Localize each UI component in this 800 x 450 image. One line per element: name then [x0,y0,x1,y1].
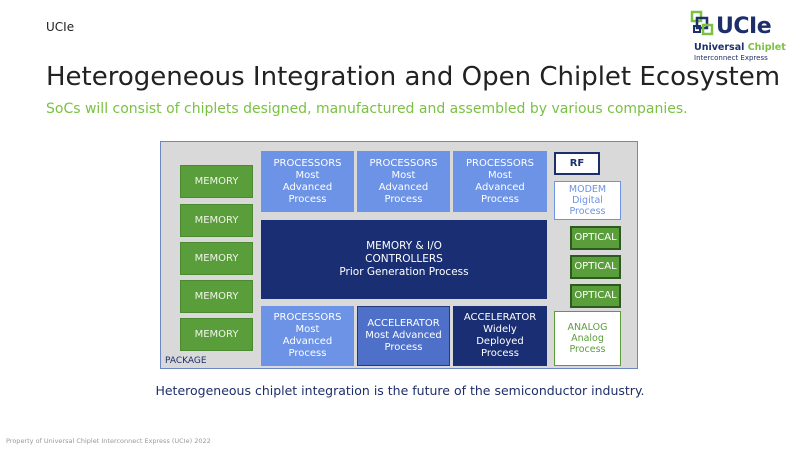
optical-block: OPTICAL [570,226,621,250]
slide-subtitle: SoCs will consist of chiplets designed, … [46,101,688,117]
package-label: PACKAGE [165,356,207,366]
optical-block: OPTICAL [570,284,621,308]
memory-block: MEMORY [180,318,253,351]
ucie-logo: UCIe Universal Chiplet Interconnect Expr… [690,10,786,62]
logo-wordmark: UCIe [716,14,772,39]
chiplet-logo-icon [690,10,714,36]
logo-tagline: Universal Chiplet [694,42,786,53]
optical-block: OPTICAL [570,255,621,279]
memory-block: MEMORY [180,280,253,313]
corner-label: UCIe [46,20,75,34]
footer-copyright: Property of Universal Chiplet Interconne… [6,437,211,445]
logo-subtagline: Interconnect Express [694,54,768,62]
slide-title: Heterogeneous Integration and Open Chipl… [46,62,781,92]
slide-caption: Heterogeneous chiplet integration is the… [155,383,645,398]
memory-block: MEMORY [180,242,253,275]
memory-block: MEMORY [180,204,253,237]
package-diagram: MEMORY MEMORY MEMORY MEMORY MEMORY PROCE… [160,141,638,369]
memory-block: MEMORY [180,165,253,198]
rf-block: RF [554,152,600,175]
